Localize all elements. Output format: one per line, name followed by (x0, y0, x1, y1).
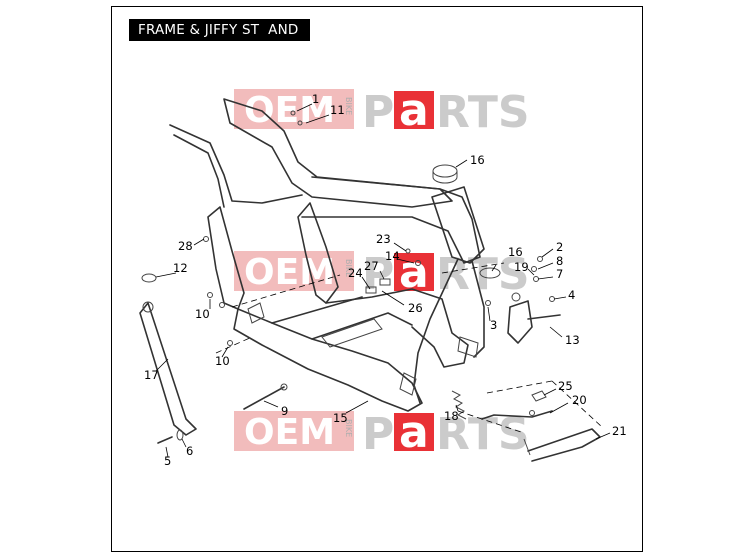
svg-text:RTS: RTS (436, 87, 530, 138)
callout-7: 7 (556, 267, 563, 281)
svg-text:a: a (399, 407, 429, 458)
svg-text:OEM: OEM (244, 90, 335, 131)
svg-text:P: P (362, 87, 394, 138)
svg-text:P: P (362, 249, 394, 300)
callout-25: 25 (558, 379, 573, 393)
callout-28: 28 (178, 239, 193, 253)
svg-text:P: P (362, 409, 394, 460)
callout-10b: 10 (215, 354, 230, 368)
diagram-title: FRAME & JIFFY ST AND (129, 19, 310, 41)
callout-3: 3 (490, 318, 497, 332)
exploded-parts-diagram: OEM BIKE P a RTS OEM BIKE P a RTS OEM BI… (139, 85, 627, 468)
callout-26: 26 (408, 301, 423, 315)
callout-16b: 16 (508, 245, 523, 259)
callout-20: 20 (572, 393, 587, 407)
callout-9: 9 (281, 404, 288, 418)
callout-2: 2 (556, 240, 563, 254)
callout-16a: 16 (470, 153, 485, 167)
callout-1: 1 (312, 92, 319, 106)
callout-12: 12 (173, 261, 188, 275)
frame-illustration (139, 98, 611, 462)
callout-15: 15 (333, 411, 348, 425)
callout-14: 14 (385, 249, 400, 263)
callout-19: 19 (514, 260, 529, 274)
callout-6: 6 (186, 444, 193, 458)
svg-text:OEM: OEM (244, 412, 335, 453)
svg-text:RTS: RTS (436, 409, 530, 460)
callout-4: 4 (568, 288, 575, 302)
svg-text:BIKE: BIKE (344, 419, 353, 437)
callout-8: 8 (556, 254, 563, 268)
svg-text:BIKE: BIKE (344, 259, 353, 277)
svg-text:a: a (399, 85, 429, 136)
callout-17: 17 (144, 368, 159, 382)
watermark: OEM BIKE P a RTS OEM BIKE P a RTS OEM BI… (234, 85, 530, 460)
callout-labels: 1 11 16 28 23 14 16 2 8 19 7 12 24 27 26… (144, 92, 627, 468)
callout-13: 13 (565, 333, 580, 347)
callout-11: 11 (330, 103, 345, 117)
callout-24: 24 (348, 266, 363, 280)
svg-text:OEM: OEM (244, 252, 335, 293)
callout-23: 23 (376, 232, 391, 246)
svg-text:BIKE: BIKE (344, 97, 353, 115)
callout-10a: 10 (195, 307, 210, 321)
callout-21: 21 (612, 424, 627, 438)
callout-18: 18 (444, 409, 459, 423)
diagram-frame: FRAME & JIFFY ST AND OEM BIKE P a RTS OE… (111, 6, 643, 552)
callout-5: 5 (164, 454, 171, 468)
callout-27: 27 (364, 259, 379, 273)
